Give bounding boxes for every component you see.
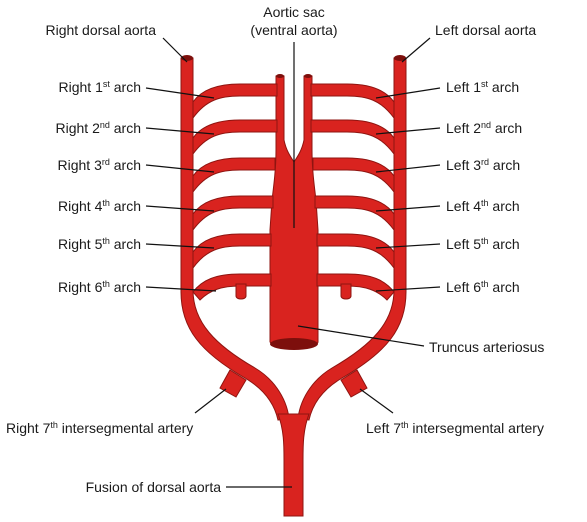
right-dorsal-aorta-label: Right dorsal aorta [45, 22, 156, 38]
left-dorsal-aorta-label: Left dorsal aorta [435, 22, 536, 38]
right-arch-5-label: Right 5th arch [58, 236, 141, 252]
aortic-sac-sublabel: (ventral aorta) [250, 22, 337, 38]
left-arch-5-label: Left 5th arch [446, 236, 520, 252]
right-arch-4-vessel [192, 195, 274, 232]
leader-left-arch-5 [375, 243, 441, 249]
left-arch-4-label: Left 4th arch [446, 198, 520, 214]
vessel-drawing [180, 55, 407, 517]
aortic-sac-opening [276, 74, 284, 78]
right-7th-intersegmental-vessel [219, 369, 247, 398]
left-arch-6-label: Left 6th arch [446, 279, 520, 295]
right-arch-3-label: Right 3rd arch [58, 157, 142, 173]
left-arch-6-branch [340, 283, 352, 300]
right-arch-4-label: Right 4th arch [58, 198, 141, 214]
truncus-label: Truncus arteriosus [429, 339, 544, 355]
leader-right-7th [194, 388, 227, 414]
left-7th-intersegmental-label: Left 7th intersegmental artery [366, 420, 544, 436]
right-arch-2-label: Right 2nd arch [56, 120, 142, 136]
leader-right-arch-1 [145, 87, 215, 99]
leader-left-arch-1 [375, 87, 441, 99]
right-arch-6-label: Right 6th arch [58, 279, 141, 295]
right-7th-intersegmental-label: Right 7th intersegmental artery [6, 420, 193, 436]
truncus-opening [270, 338, 318, 350]
left-arch-1-vessel [310, 83, 395, 120]
left-arch-2-label: Left 2nd arch [446, 120, 522, 136]
leader-right-dorsal-aorta [162, 37, 188, 63]
leader-left-arch-2 [375, 127, 441, 135]
leader-left-arch-6 [375, 286, 441, 292]
left-arch-3-label: Left 3rd arch [446, 157, 520, 173]
right-arch-3-vessel [192, 157, 276, 194]
left-arch-2-vessel [310, 119, 395, 156]
leader-left-arch-3 [375, 164, 441, 173]
left-arch-6-vessel [316, 273, 395, 301]
aortic-sac-opening-2 [304, 74, 312, 78]
leader-lines [145, 37, 441, 488]
leader-right-arch-5 [145, 243, 215, 249]
left-arch-5-vessel [316, 233, 395, 270]
right-arch-1-label: Right 1st arch [59, 79, 142, 95]
right-arch-1-vessel [192, 83, 278, 120]
right-arch-6-branch [235, 283, 247, 300]
left-7th-intersegmental-vessel [340, 369, 368, 398]
fused-dorsal-aorta-vessel [277, 413, 310, 517]
right-arch-5-vessel [192, 233, 272, 270]
leader-left-arch-4 [375, 205, 441, 212]
aortic-sac-label: Aortic sac [263, 4, 324, 20]
right-arch-2-vessel [192, 119, 278, 156]
fusion-label: Fusion of dorsal aorta [86, 479, 222, 495]
leader-left-dorsal-aorta [401, 37, 431, 63]
right-arch-6-vessel [192, 273, 272, 301]
left-dorsal-aorta-opening [394, 55, 406, 61]
leader-right-arch-2 [145, 127, 215, 135]
leader-left-7th [359, 388, 394, 414]
left-arch-4-vessel [314, 195, 395, 232]
leader-truncus [297, 325, 425, 347]
left-arch-3-vessel [312, 157, 395, 194]
leader-right-arch-3 [145, 164, 215, 173]
leader-right-arch-4 [145, 205, 215, 212]
left-arch-1-label: Left 1st arch [446, 79, 519, 95]
labels: Aortic sac (ventral aorta) Right dorsal … [6, 4, 544, 495]
leader-right-arch-6 [145, 286, 217, 292]
